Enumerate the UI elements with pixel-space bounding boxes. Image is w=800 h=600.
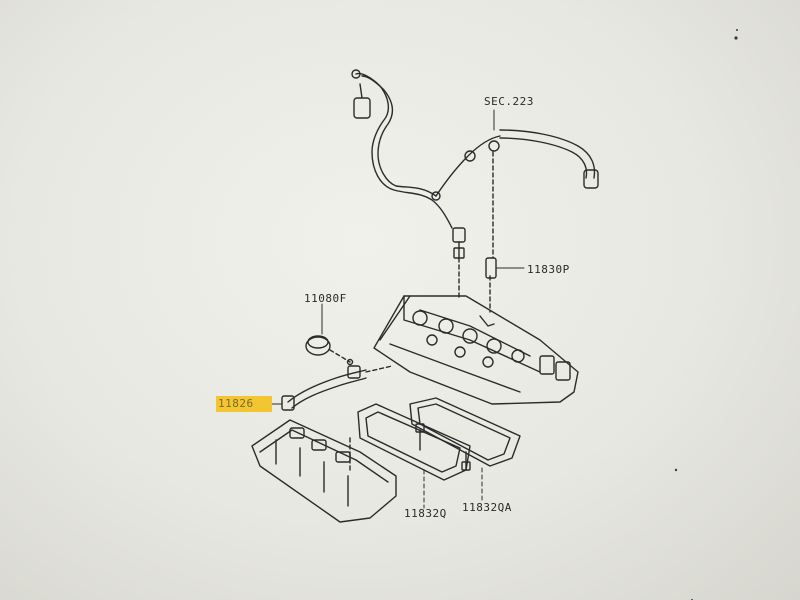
scan-specks <box>674 29 738 600</box>
gasket-11832qa <box>409 397 521 471</box>
cylinder-head-lower <box>251 419 397 523</box>
oil-filler-cap <box>305 303 354 366</box>
pcv-valve <box>485 257 525 279</box>
pcv-leader <box>458 151 494 313</box>
callout-11832q: 11832Q <box>404 507 447 520</box>
callout-sec223: SEC.223 <box>484 95 534 108</box>
callout-11832qa: 11832QA <box>462 501 512 514</box>
vent-hose-harness <box>351 69 599 259</box>
callout-11830p: 11830P <box>527 263 570 276</box>
callout-11080f: 11080F <box>304 292 347 305</box>
callout-11826-highlighted: 11826 <box>216 396 272 412</box>
breather-hose <box>281 365 393 411</box>
rocker-cover <box>373 295 579 405</box>
